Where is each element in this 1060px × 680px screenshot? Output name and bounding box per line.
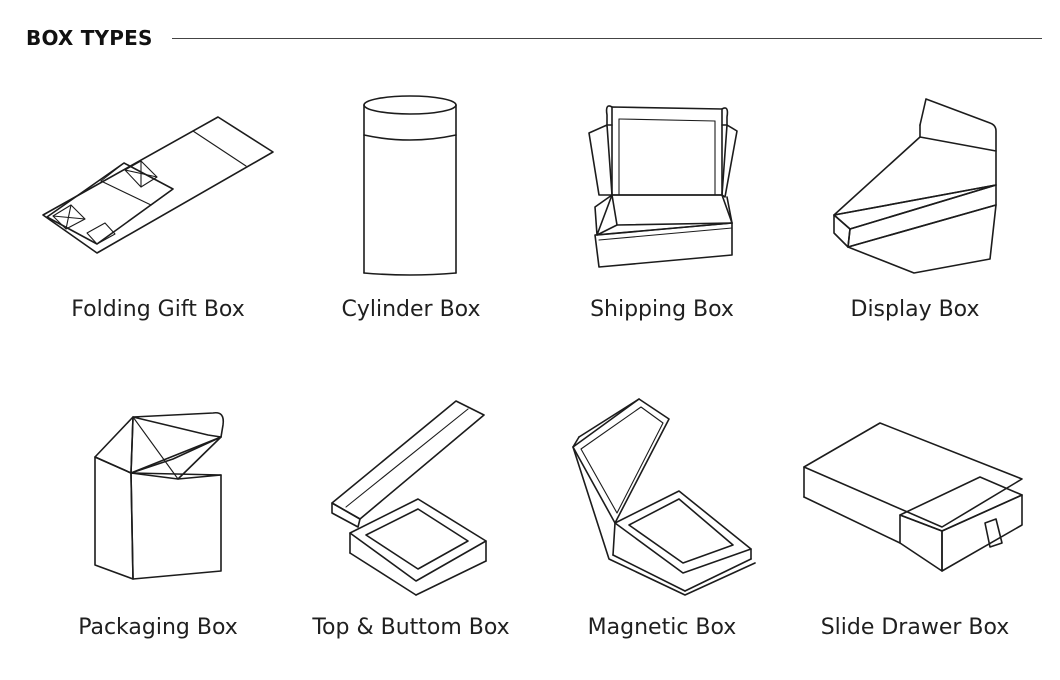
box-type-display: Display Box [790, 95, 1040, 355]
box-type-label: Display Box [850, 297, 980, 322]
header-divider [172, 38, 1042, 39]
box-type-label: Folding Gift Box [71, 297, 245, 322]
box-type-top-bottom: Top & Buttom Box [286, 395, 536, 655]
box-type-folding-gift: Folding Gift Box [33, 95, 283, 355]
display-box-icon [833, 98, 997, 274]
box-type-label: Slide Drawer Box [820, 615, 1010, 640]
shipping-box-icon [588, 105, 738, 268]
box-type-label: Cylinder Box [341, 297, 481, 322]
packaging-box-icon [94, 411, 225, 580]
section-title: BOX TYPES [26, 26, 153, 50]
section-header: BOX TYPES [26, 22, 1042, 56]
box-type-label: Magnetic Box [587, 615, 737, 640]
box-type-shipping: Shipping Box [537, 95, 787, 355]
cylinder-box-icon [363, 95, 457, 276]
box-type-magnetic: Magnetic Box [537, 395, 787, 655]
magnetic-box-icon [572, 398, 756, 596]
box-type-label: Packaging Box [78, 615, 238, 640]
box-type-cylinder: Cylinder Box [286, 95, 536, 355]
folding-gift-box-icon [42, 116, 274, 254]
top-bottom-box-icon [331, 400, 487, 596]
box-type-label: Top & Buttom Box [312, 615, 510, 640]
box-type-slide-drawer: Slide Drawer Box [790, 405, 1040, 665]
box-type-packaging: Packaging Box [33, 405, 283, 665]
box-type-label: Shipping Box [590, 297, 734, 322]
slide-drawer-box-icon [803, 422, 1023, 572]
